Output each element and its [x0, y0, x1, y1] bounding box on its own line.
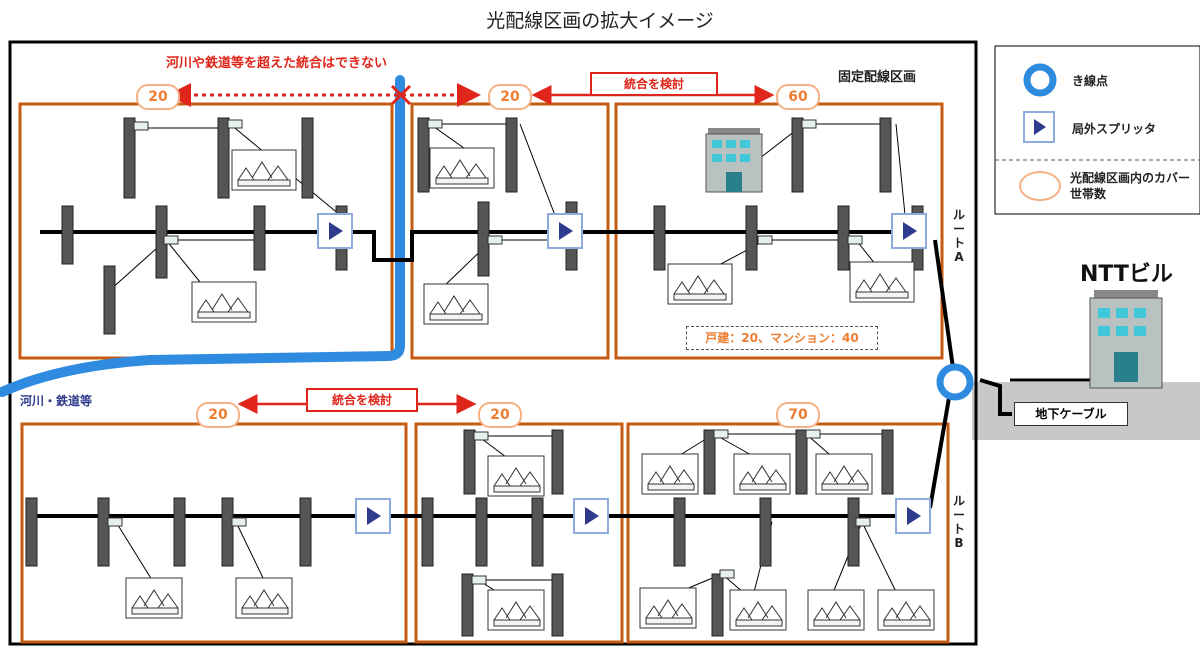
house-icon [733, 453, 791, 495]
diagram-title: 光配線区画の拡大イメージ [486, 10, 714, 32]
fixed-area-label: 固定配線区画 [838, 70, 917, 85]
legend-splitter-label: 局外スプリッタ [1072, 122, 1157, 136]
houses [125, 147, 935, 631]
house-icon [235, 577, 293, 619]
underground-cable-label: 地下ケーブル [1014, 402, 1128, 426]
pole-boxes [107, 119, 871, 585]
house-icon [639, 587, 697, 629]
legend-junction-icon [1023, 63, 1057, 97]
house-icon [729, 589, 787, 631]
house-icon [641, 453, 699, 495]
household-count: 20 [196, 402, 240, 428]
household-count: 20 [478, 402, 522, 428]
route-b-label: ルートB [952, 494, 965, 550]
splitter-icon [317, 213, 353, 249]
poles [25, 117, 924, 637]
section-b1 [20, 422, 408, 644]
house-icon [423, 283, 489, 325]
legend-junction-label: き線点 [1072, 74, 1109, 88]
river [0, 75, 405, 397]
section-b2 [414, 422, 624, 644]
house-icon [487, 455, 545, 497]
merge-label-top: 統合を検討 [590, 72, 718, 96]
legend-count-icon [1019, 171, 1061, 201]
house-icon [191, 281, 257, 323]
fixed-area-frame [8, 40, 978, 646]
ntt-building-label: NTTビル [1080, 262, 1173, 287]
house-icon [815, 453, 873, 495]
building-note: 戸建：20、マンション：40 [686, 326, 878, 350]
house-icon [849, 261, 915, 303]
household-count: 60 [776, 84, 820, 110]
house-icon [231, 149, 297, 191]
legend-count-label: 光配線区画内のカバー世帯数 [1070, 171, 1191, 201]
river-note: 河川や鉄道等を超えた統合はできない [166, 56, 388, 71]
house-icon [877, 589, 935, 631]
route-a-label: ルートA [952, 208, 965, 264]
household-count: 20 [136, 84, 180, 110]
river-label: 河川・鉄道等 [20, 394, 93, 408]
house-icon [487, 589, 545, 631]
apartment-icon [705, 128, 763, 193]
splitter-icon [547, 213, 583, 249]
house-icon [807, 589, 865, 631]
splitters [317, 213, 931, 534]
house-icon [125, 577, 183, 619]
house-icon [429, 147, 495, 189]
splitter-icon [895, 498, 931, 534]
junction-point-icon [936, 363, 974, 401]
splitter-icon [573, 498, 609, 534]
household-count: 20 [488, 84, 532, 110]
legend-splitter-icon [1023, 111, 1055, 143]
ntt-building-icon [1089, 290, 1163, 389]
merge-label-bottom: 統合を検討 [306, 388, 418, 412]
splitter-icon [355, 498, 391, 534]
splitter-icon [891, 213, 927, 249]
household-count: 70 [776, 402, 820, 428]
house-icon [667, 263, 733, 305]
